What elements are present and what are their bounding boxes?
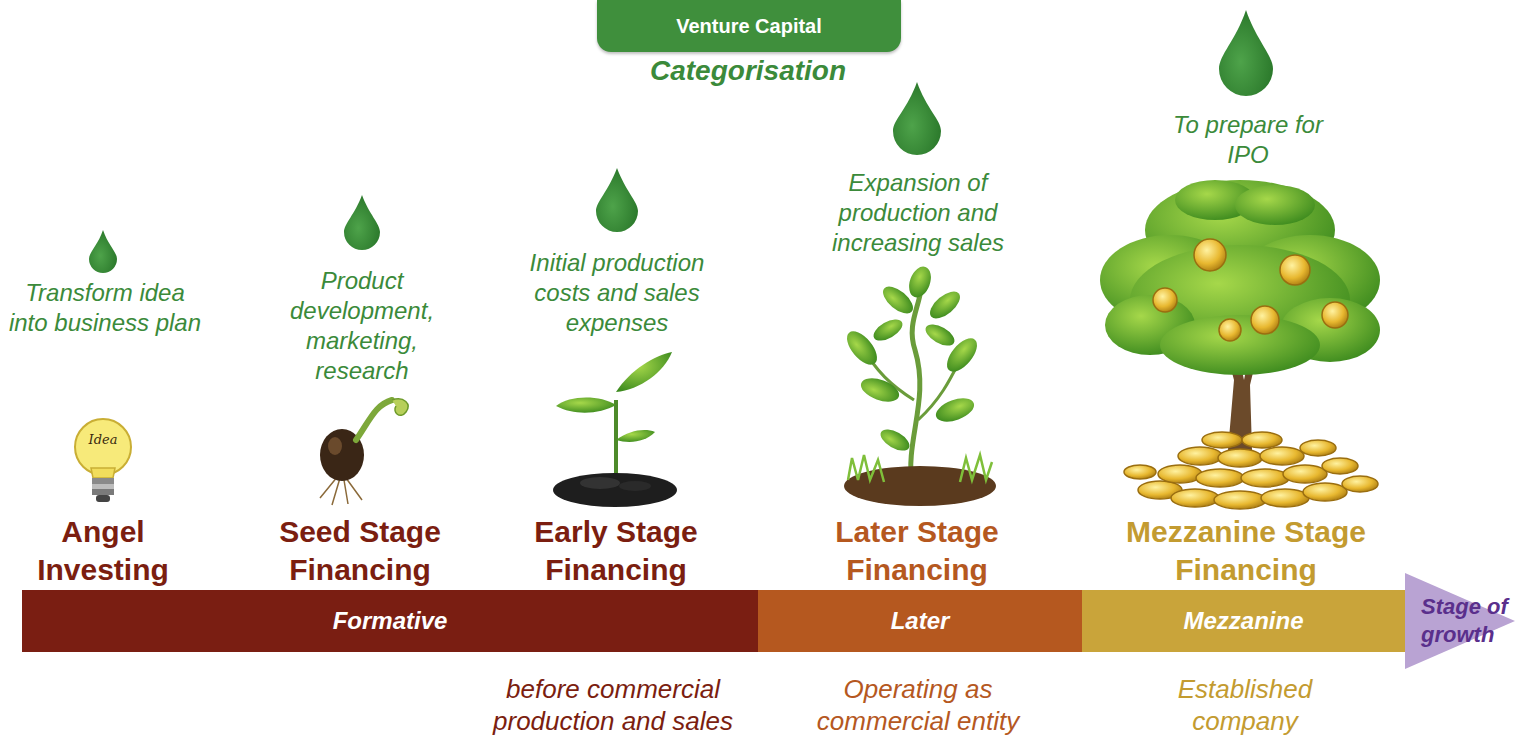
stage-name: Mezzanine Stage Financing xyxy=(1106,513,1386,589)
stage-note: before commercial production and sales xyxy=(476,673,751,737)
node-text: Mezzanine xyxy=(1183,607,1303,635)
growth-arrow: Stage of growth xyxy=(1405,573,1523,669)
arrow-shape xyxy=(1405,573,1523,669)
subtitle: Categorisation xyxy=(598,54,898,88)
stage-name: Later Stage Financing xyxy=(807,513,1027,589)
stage-name: Angel Investing xyxy=(13,513,193,589)
stage-note: Operating as commercial entity xyxy=(798,673,1038,737)
money-tree xyxy=(1100,180,1380,509)
stage-name: Early Stage Financing xyxy=(516,513,716,589)
node-text: Stage of growth xyxy=(1405,593,1523,649)
bulb-text: Idea xyxy=(81,432,125,447)
stage-band: Mezzanine xyxy=(1082,590,1405,652)
stage-name: Seed Stage Financing xyxy=(260,513,460,589)
stage-description: Product development, marketing, research xyxy=(272,266,452,386)
stage-note: Established company xyxy=(1145,673,1345,737)
stage-description: Transform idea into business plan xyxy=(5,278,205,338)
stage-band: Later xyxy=(758,590,1082,652)
idea-bulb xyxy=(75,419,131,502)
stage-description: To prepare for IPO xyxy=(1158,110,1338,170)
plant xyxy=(841,264,996,506)
node-text: Venture Capital xyxy=(676,15,822,38)
node-text: Later xyxy=(891,607,950,635)
seed xyxy=(320,399,408,505)
stage-description: Initial production costs and sales expen… xyxy=(510,248,725,338)
node-text: Formative xyxy=(333,607,448,635)
sprout xyxy=(553,352,677,507)
title-pill: Venture Capital xyxy=(597,0,901,52)
stage-band: Formative xyxy=(22,590,758,652)
stage-description: Expansion of production and increasing s… xyxy=(813,168,1023,258)
